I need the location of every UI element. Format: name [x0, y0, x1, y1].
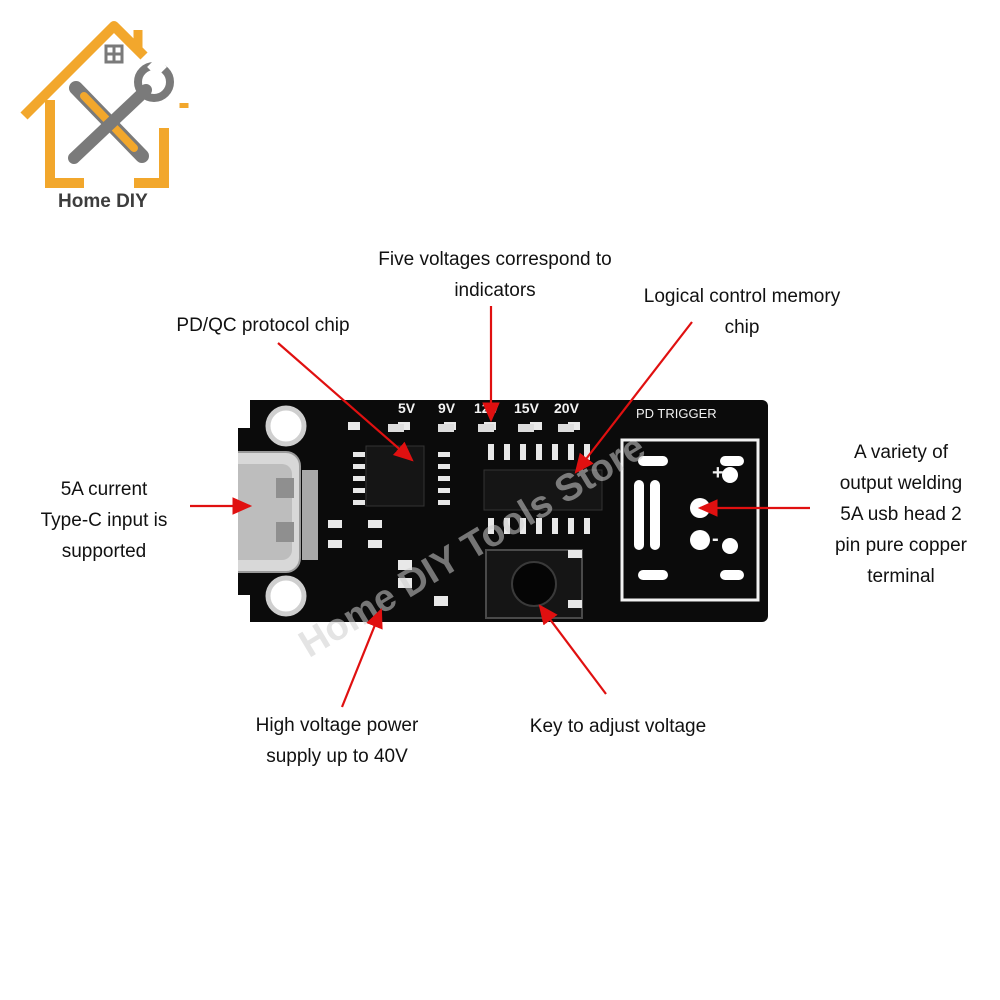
silk-15v: 15V — [514, 400, 539, 416]
label-pd-chip: PD/QC protocol chip — [148, 310, 378, 341]
label-line: 5A usb head 2 — [840, 504, 962, 525]
silk-5v: 5V — [398, 400, 416, 416]
label-typec: 5A current Type-C input is supported — [18, 474, 190, 567]
label-line: 5A current — [60, 479, 148, 500]
silk-plus: + — [712, 462, 724, 484]
label-line: Key to adjust voltage — [529, 716, 707, 737]
label-key: Key to adjust voltage — [500, 711, 736, 742]
label-line: output welding — [839, 473, 963, 494]
label-line: pin pure copper — [834, 535, 968, 556]
label-line: Five voltages correspond to — [378, 249, 612, 270]
label-line: High voltage power — [255, 715, 419, 736]
label-line: Type-C input is — [40, 510, 168, 531]
label-line: chip — [724, 317, 760, 338]
label-line: Logical control memory — [643, 286, 841, 307]
label-line: A variety of — [854, 442, 948, 463]
label-line: supply up to 40V — [266, 746, 408, 767]
house-wrench-icon — [20, 21, 189, 188]
silk-minus: - — [712, 528, 719, 550]
silk-9v: 9V — [438, 400, 456, 416]
label-line: terminal — [867, 566, 935, 587]
silk-20v: 20V — [554, 400, 579, 416]
home-diy-logo: Home DIY — [14, 8, 194, 223]
label-line: indicators — [454, 280, 536, 301]
label-power: High voltage power supply up to 40V — [226, 710, 448, 772]
label-memory-chip: Logical control memory chip — [612, 281, 872, 343]
label-line: PD/QC protocol chip — [176, 315, 350, 336]
label-terminal: A variety of output welding 5A usb head … — [816, 437, 986, 592]
silk-12v: 12V — [474, 400, 499, 416]
silk-pd-trigger: PD TRIGGER — [636, 406, 717, 421]
brand-name: Home DIY — [58, 191, 148, 212]
label-indicators: Five voltages correspond to indicators — [330, 244, 660, 306]
label-line: supported — [61, 541, 147, 562]
